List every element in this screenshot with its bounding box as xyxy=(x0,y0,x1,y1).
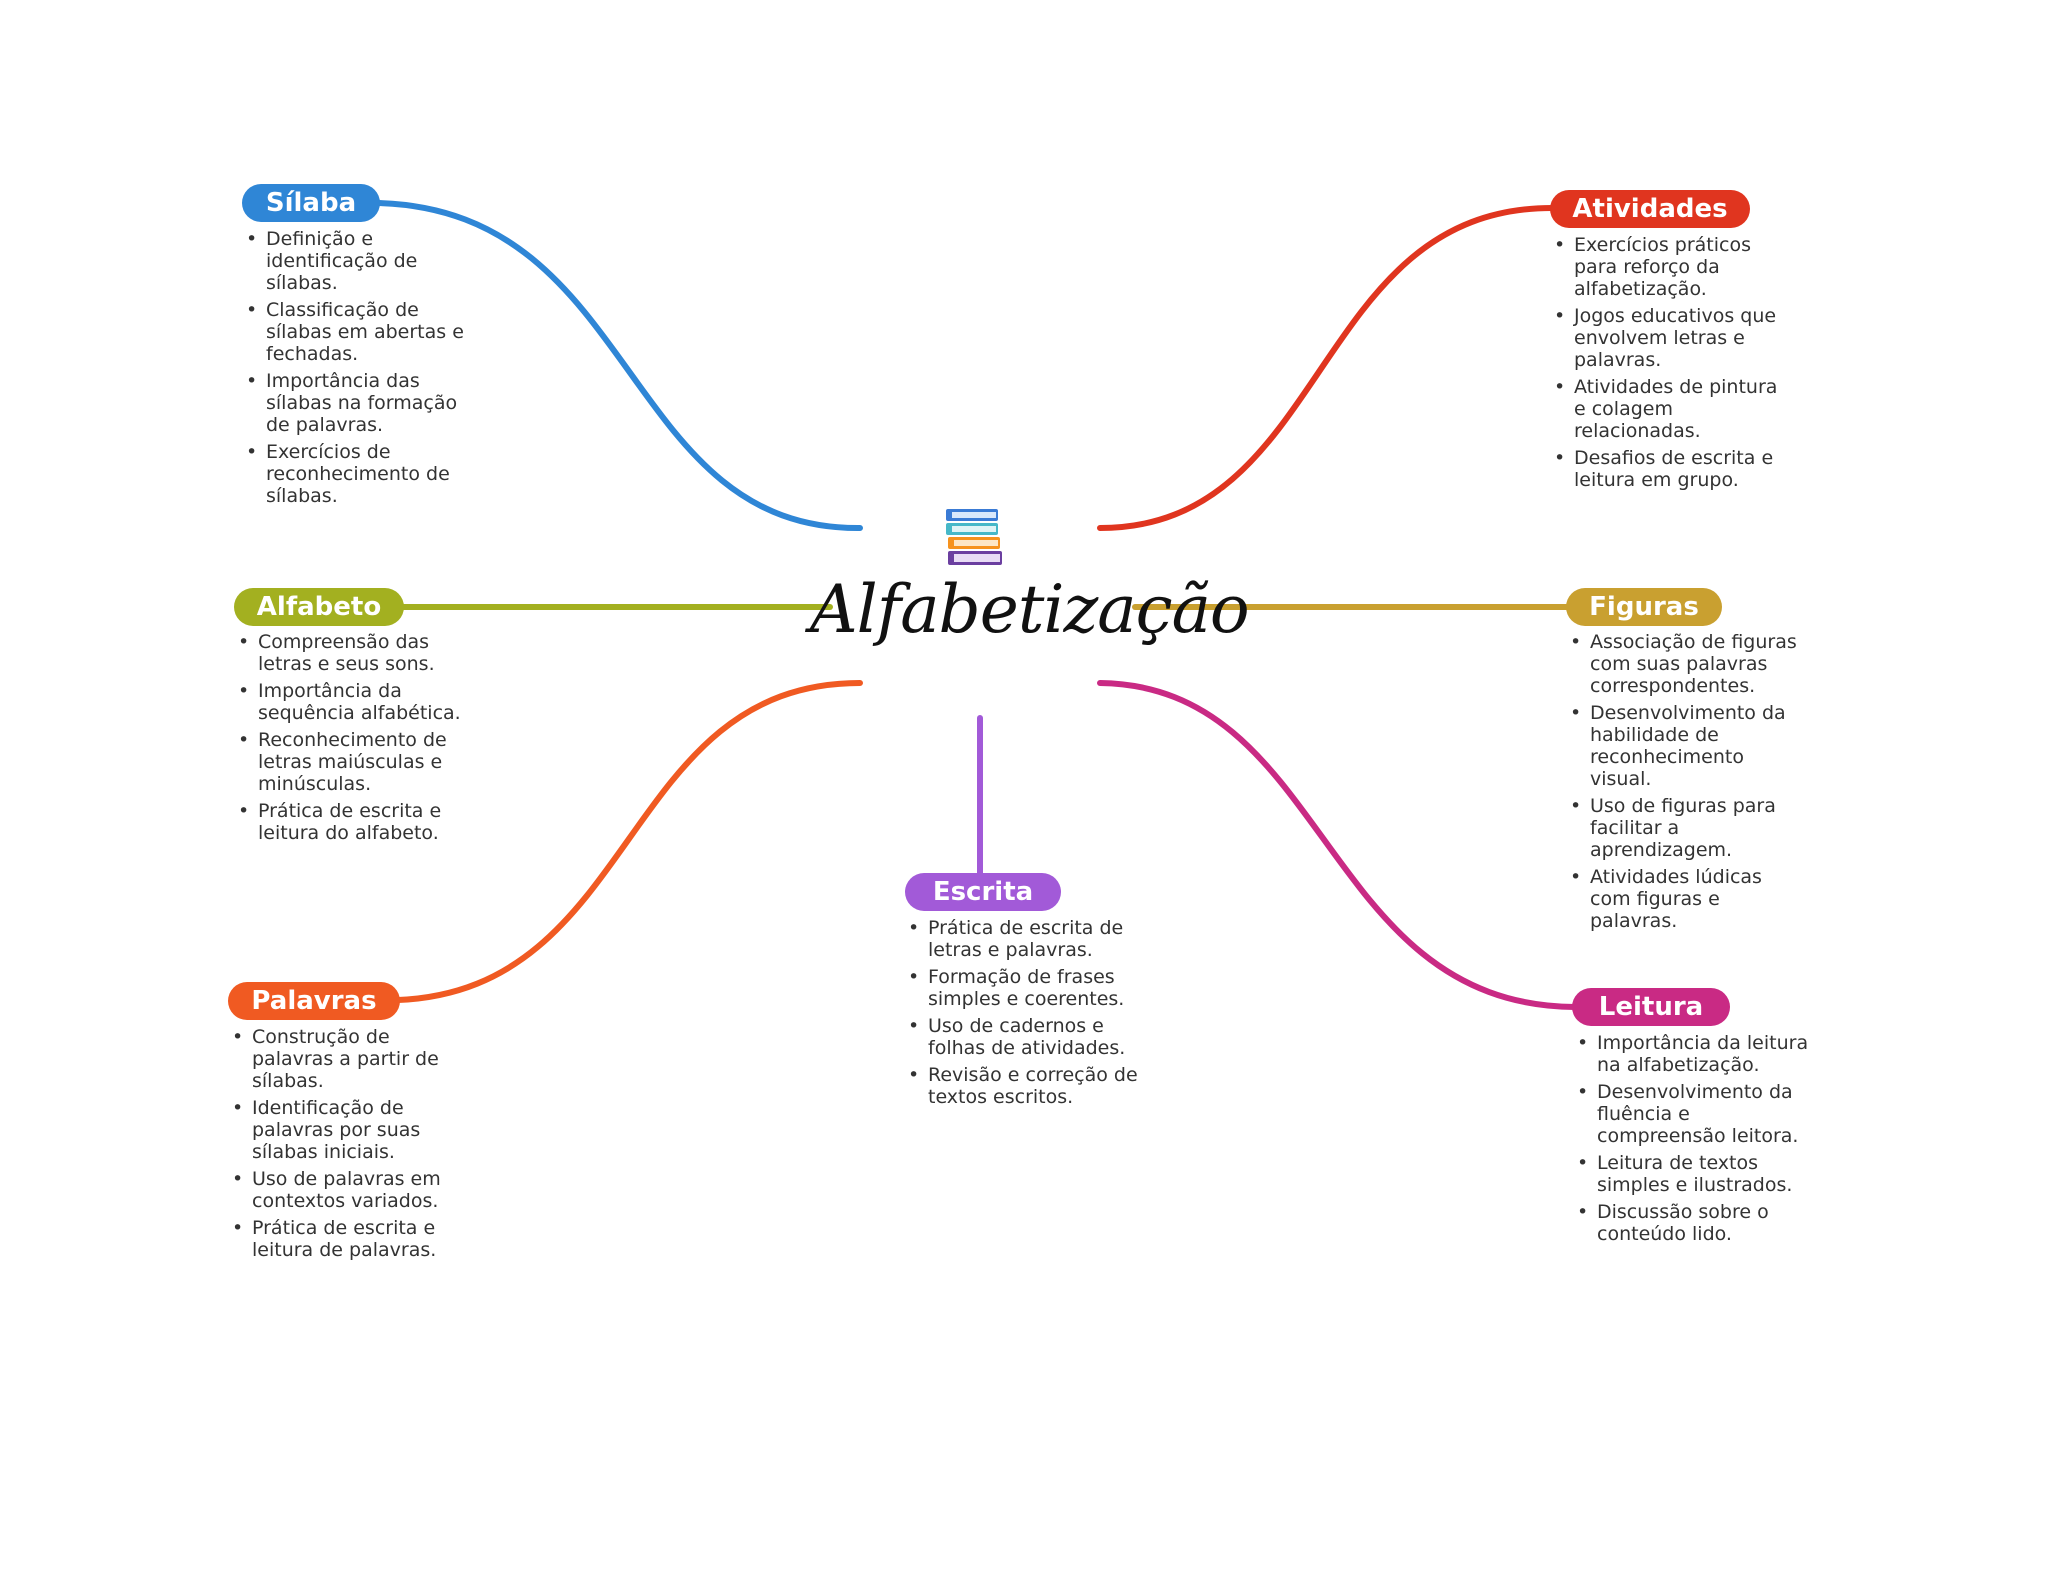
list-item: Reconhecimento de letras maiúsculas e mi… xyxy=(234,729,469,795)
list-item: Revisão e correção de textos escritos. xyxy=(904,1064,1144,1108)
branch-title-alfabeto: Alfabeto xyxy=(234,588,404,626)
branch-title-palavras: Palavras xyxy=(228,982,400,1020)
books-stack-icon xyxy=(946,509,1002,565)
branch-title-atividades: Atividades xyxy=(1550,190,1750,228)
list-item: Compreensão das letras e seus sons. xyxy=(234,631,469,675)
list-item: Formação de frases simples e coerentes. xyxy=(904,966,1144,1010)
list-item: Uso de cadernos e folhas de atividades. xyxy=(904,1015,1144,1059)
connector-atividades xyxy=(1097,205,1555,531)
list-item: Prática de escrita de letras e palavras. xyxy=(904,917,1144,961)
center-topic: Alfabetização xyxy=(810,571,1250,648)
branch-list-silaba: Definição e identificação de sílabas. Cl… xyxy=(242,228,477,512)
list-item: Exercícios de reconhecimento de sílabas. xyxy=(242,441,477,507)
list-item: Leitura de textos simples e ilustrados. xyxy=(1573,1152,1813,1196)
list-item: Atividades lúdicas com figuras e palavra… xyxy=(1566,866,1806,932)
connector-palavras xyxy=(395,680,863,1003)
branch-title-silaba: Sílaba xyxy=(242,184,380,222)
list-item: Desenvolvimento da habilidade de reconhe… xyxy=(1566,702,1806,790)
branch-title-escrita: Escrita xyxy=(905,873,1061,911)
list-item: Atividades de pintura e colagem relacion… xyxy=(1550,376,1795,442)
list-item: Discussão sobre o conteúdo lido. xyxy=(1573,1201,1813,1245)
branch-title-figuras: Figuras xyxy=(1566,588,1722,626)
list-item: Prática de escrita e leitura de palavras… xyxy=(228,1217,468,1261)
list-item: Uso de palavras em contextos variados. xyxy=(228,1168,468,1212)
list-item: Classificação de sílabas em abertas e fe… xyxy=(242,299,477,365)
list-item: Prática de escrita e leitura do alfabeto… xyxy=(234,800,469,844)
list-item: Importância da sequência alfabética. xyxy=(234,680,469,724)
list-item: Associação de figuras com suas palavras … xyxy=(1566,631,1806,697)
branch-title-leitura: Leitura xyxy=(1572,988,1730,1026)
list-item: Identificação de palavras por suas sílab… xyxy=(228,1097,468,1163)
list-item: Uso de figuras para facilitar a aprendiz… xyxy=(1566,795,1806,861)
list-item: Definição e identificação de sílabas. xyxy=(242,228,477,294)
branch-list-escrita: Prática de escrita de letras e palavras.… xyxy=(904,917,1144,1113)
branch-list-atividades: Exercícios práticos para reforço da alfa… xyxy=(1550,234,1795,496)
branch-list-alfabeto: Compreensão das letras e seus sons. Impo… xyxy=(234,631,469,849)
branch-list-leitura: Importância da leitura na alfabetização.… xyxy=(1573,1032,1813,1250)
list-item: Exercícios práticos para reforço da alfa… xyxy=(1550,234,1795,300)
branch-list-figuras: Associação de figuras com suas palavras … xyxy=(1566,631,1806,937)
connector-silaba xyxy=(375,200,863,532)
list-item: Construção de palavras a partir de sílab… xyxy=(228,1026,468,1092)
list-item: Importância da leitura na alfabetização. xyxy=(1573,1032,1813,1076)
branch-list-palavras: Construção de palavras a partir de sílab… xyxy=(228,1026,468,1266)
list-item: Importância das sílabas na formação de p… xyxy=(242,370,477,436)
list-item: Desenvolvimento da fluência e compreensã… xyxy=(1573,1081,1813,1147)
list-item: Desafios de escrita e leitura em grupo. xyxy=(1550,447,1795,491)
list-item: Jogos educativos que envolvem letras e p… xyxy=(1550,305,1795,371)
connector-leitura xyxy=(1097,680,1578,1010)
